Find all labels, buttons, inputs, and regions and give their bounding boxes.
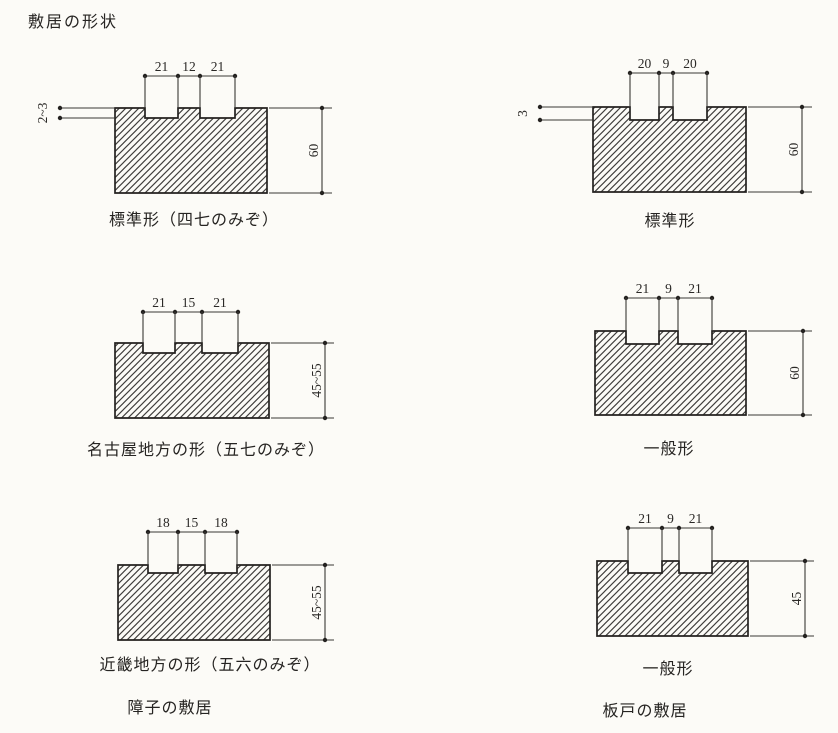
groove-width-label: 21	[155, 59, 169, 74]
dimension-dot	[537, 117, 543, 123]
groove-width-label: 15	[185, 515, 199, 530]
caption-shoji-standard: 標準形（四七のみぞ）	[108, 212, 279, 229]
groove-width-label: 15	[182, 295, 196, 310]
dimension-dot	[319, 190, 325, 196]
dimension-dot	[57, 105, 63, 111]
dimension-dot	[802, 633, 808, 639]
caption-shoji-nagoya: 名古屋地方の形（五七のみぞ）	[86, 442, 325, 459]
dimension-dot	[799, 104, 805, 110]
diagram-itado-general-60: 21 9 21 60	[594, 281, 812, 418]
dimension-dot	[57, 115, 63, 121]
height-dim-label: 60	[787, 366, 802, 380]
groove-width-label: 20	[683, 56, 697, 71]
groove-width-label: 9	[663, 56, 670, 71]
height-dim-label: 45~55	[309, 363, 324, 398]
depth-dim-label: 3	[515, 110, 530, 117]
diagram-shoji-kinki: 18 15 18 45~55	[117, 515, 334, 643]
dimension-dot	[537, 104, 543, 110]
groove-width-label: 21	[689, 511, 703, 526]
dimension-dot	[322, 562, 328, 568]
groove-width-label: 21	[636, 281, 650, 296]
groove-width-label: 18	[156, 515, 170, 530]
sill-cross-section	[592, 106, 747, 193]
caption-shoji-kinki: 近畿地方の形（五六のみぞ）	[99, 657, 321, 674]
groove-width-label: 21	[213, 295, 227, 310]
groove-width-label: 12	[182, 59, 196, 74]
group-label-shoji: 障子の敷居	[127, 700, 213, 717]
groove-width-label: 20	[638, 56, 652, 71]
group-label-itado: 板戸の敷居	[602, 703, 688, 720]
dimension-dot	[800, 412, 806, 418]
groove-width-label: 9	[665, 281, 672, 296]
caption-itado-standard: 標準形	[644, 213, 696, 230]
height-dim-label: 45~55	[309, 585, 324, 620]
groove-width-label: 21	[211, 59, 225, 74]
height-dim-label: 60	[786, 143, 801, 157]
sill-cross-section	[117, 564, 271, 641]
sill-cross-section	[114, 342, 270, 419]
sill-cross-section	[596, 560, 749, 637]
groove-width-label: 21	[638, 511, 652, 526]
sill-cross-section	[114, 107, 268, 194]
diagram-itado-general-45: 21 9 21 45	[596, 511, 814, 639]
dimension-dot	[319, 105, 325, 111]
groove-width-label: 21	[152, 295, 166, 310]
groove-width-label: 18	[214, 515, 228, 530]
diagram-shoji-nagoya: 21 15 21 45~55	[114, 295, 334, 421]
groove-width-label: 9	[667, 511, 674, 526]
page-title: 敷居の形状	[28, 14, 119, 31]
dimension-dot	[800, 328, 806, 334]
height-dim-label: 60	[306, 144, 321, 158]
sill-cross-section	[594, 330, 747, 416]
groove-width-label: 21	[688, 281, 702, 296]
caption-itado-general-45: 一般形	[642, 661, 694, 678]
diagram-shoji-standard: 21 12 21 60 2~3	[35, 59, 332, 196]
dimension-dot	[799, 189, 805, 195]
dimension-dot	[322, 415, 328, 421]
caption-itado-general-60: 一般形	[643, 441, 695, 458]
depth-dim-label: 2~3	[35, 102, 50, 123]
height-dim-label: 45	[789, 592, 804, 606]
dimension-dot	[322, 340, 328, 346]
dimension-dot	[322, 637, 328, 643]
diagram-itado-standard: 20 9 20 60 3	[515, 56, 812, 195]
dimension-dot	[802, 558, 808, 564]
